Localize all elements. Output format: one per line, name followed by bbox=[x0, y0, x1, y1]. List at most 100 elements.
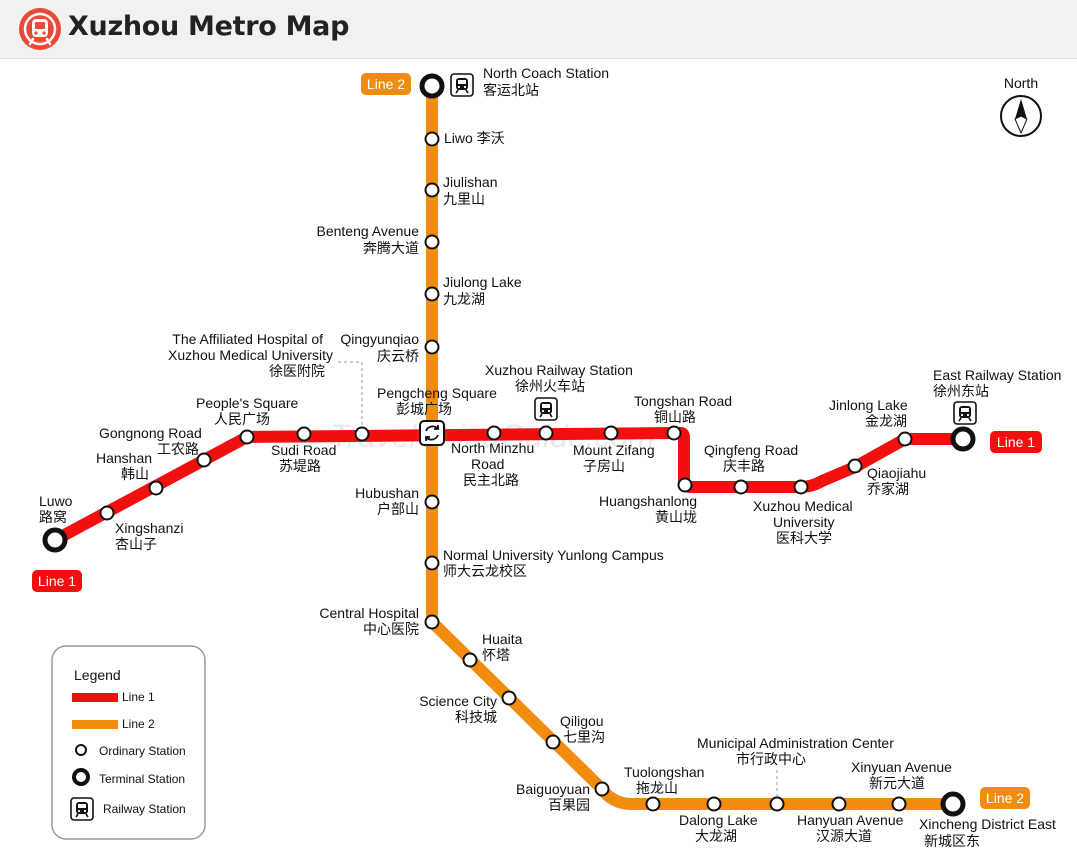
railway-station-icon bbox=[534, 397, 558, 421]
label-xincheng-en: Xincheng District East bbox=[919, 816, 1056, 832]
station-qiaojiahu[interactable] bbox=[847, 458, 863, 474]
svg-text:Line 2: Line 2 bbox=[367, 76, 405, 92]
station-liwo[interactable] bbox=[424, 131, 440, 147]
metro-logo-icon bbox=[19, 8, 61, 50]
station-tuolongshan[interactable] bbox=[645, 796, 661, 812]
label-huaita-zh: 怀塔 bbox=[482, 647, 510, 663]
station-qingyunqiao[interactable] bbox=[424, 339, 440, 355]
label-jiulishan-zh: 九里山 bbox=[443, 191, 485, 207]
terminal-east-railway[interactable] bbox=[950, 426, 976, 452]
line2-badge-north: Line 2 bbox=[361, 73, 411, 95]
station-sudi[interactable] bbox=[296, 426, 312, 442]
terminal-north-coach[interactable] bbox=[419, 73, 445, 99]
station-science-city[interactable] bbox=[501, 690, 517, 706]
label-dalong-en: Dalong Lake bbox=[679, 812, 758, 828]
legend-terminal-label: Terminal Station bbox=[99, 772, 185, 786]
label-baiguoyuan-zh: 百果园 bbox=[548, 797, 590, 813]
terminal-xincheng[interactable] bbox=[940, 791, 966, 817]
station-baiguoyuan[interactable] bbox=[594, 781, 610, 797]
label-gongnong-zh: 工农路 bbox=[157, 441, 199, 457]
label-xingshanzi-zh: 杏山子 bbox=[115, 536, 157, 552]
label-huaita-en: Huaita bbox=[482, 631, 523, 647]
label-sudi-zh: 苏堤路 bbox=[279, 458, 321, 474]
compass-label: North bbox=[1004, 75, 1038, 91]
legend-ordinary-icon bbox=[75, 744, 87, 756]
label-north-coach-zh: 客运北站 bbox=[483, 82, 539, 98]
legend-ordinary-label: Ordinary Station bbox=[99, 744, 186, 758]
svg-text:Line 1: Line 1 bbox=[38, 573, 76, 589]
label-tongshan-zh: 铜山路 bbox=[654, 409, 696, 425]
station-jiulishan[interactable] bbox=[424, 182, 440, 198]
label-central-zh: 中心医院 bbox=[363, 621, 419, 637]
legend-line2-swatch bbox=[72, 720, 118, 729]
label-qiaojiahu-en: Qiaojiahu bbox=[867, 465, 926, 481]
railway-station-icon bbox=[450, 73, 474, 97]
label-medical-en2: University bbox=[773, 514, 834, 530]
header-bar: Xuzhou Metro Map bbox=[0, 0, 1077, 59]
label-pengcheng-zh: 彭城广场 bbox=[396, 401, 452, 417]
label-benteng-zh: 奔腾大道 bbox=[363, 240, 419, 256]
label-affiliated-en1: The Affiliated Hospital of bbox=[172, 331, 323, 347]
svg-text:Line 2: Line 2 bbox=[986, 790, 1024, 806]
station-xinyuan[interactable] bbox=[891, 796, 907, 812]
station-jinlong-lake[interactable] bbox=[897, 431, 913, 447]
label-gongnong-en: Gongnong Road bbox=[99, 425, 202, 441]
station-tongshan[interactable] bbox=[666, 425, 682, 441]
label-peoples-zh: 人民广场 bbox=[214, 411, 270, 427]
station-qingfeng[interactable] bbox=[733, 479, 749, 495]
label-luwo-zh: 路窝 bbox=[39, 509, 67, 525]
label-qingfeng-zh: 庆丰路 bbox=[723, 458, 765, 474]
label-north-minzhu-en2: Road bbox=[471, 456, 504, 472]
label-luwo-en: Luwo bbox=[39, 493, 73, 509]
station-gongnong[interactable] bbox=[196, 452, 212, 468]
label-hubushan-en: Hubushan bbox=[355, 485, 419, 501]
label-east-railway-zh: 徐州东站 bbox=[933, 383, 989, 399]
line1-badge-east: Line 1 bbox=[990, 431, 1042, 453]
label-central-en: Central Hospital bbox=[319, 605, 419, 621]
station-dalong-lake[interactable] bbox=[706, 796, 722, 812]
label-tuolongshan-zh: 拖龙山 bbox=[636, 780, 678, 796]
label-huangshanlong-zh: 黄山垅 bbox=[655, 509, 697, 525]
label-xinyuan-zh: 新元大道 bbox=[869, 775, 925, 791]
label-tongshan-en: Tongshan Road bbox=[634, 393, 732, 409]
station-qiligou[interactable] bbox=[545, 734, 561, 750]
label-zifang-en: Mount Zifang bbox=[573, 442, 655, 458]
station-municipal[interactable] bbox=[769, 796, 785, 812]
label-normal-en: Normal University Yunlong Campus bbox=[443, 547, 664, 563]
station-peoples-square[interactable] bbox=[239, 429, 255, 445]
station-medical-univ[interactable] bbox=[793, 479, 809, 495]
label-qiaojiahu-zh: 乔家湖 bbox=[867, 481, 909, 497]
label-qingyunqiao-en: Qingyunqiao bbox=[340, 331, 419, 347]
legend: Legend Line 1 Line 2 Ordinary Station Te… bbox=[51, 645, 206, 840]
station-affiliated[interactable] bbox=[354, 426, 370, 442]
label-affiliated-en2: Xuzhou Medical University bbox=[168, 347, 333, 363]
station-hanshan[interactable] bbox=[148, 480, 164, 496]
station-hanyuan[interactable] bbox=[831, 796, 847, 812]
label-railway-zh: 徐州火车站 bbox=[515, 378, 585, 394]
leader-affiliated bbox=[338, 361, 363, 432]
station-railway[interactable] bbox=[538, 425, 554, 441]
station-hubushan[interactable] bbox=[424, 494, 440, 510]
station-north-minzhu[interactable] bbox=[486, 425, 502, 441]
label-qiligou-en: Qiligou bbox=[560, 713, 604, 729]
label-hanyuan-en: Hanyuan Avenue bbox=[797, 812, 904, 828]
station-central-hospital[interactable] bbox=[424, 614, 440, 630]
station-jiulong-lake[interactable] bbox=[424, 286, 440, 302]
compass-icon bbox=[1000, 95, 1042, 137]
station-normal-univ[interactable] bbox=[424, 555, 440, 571]
station-benteng[interactable] bbox=[424, 234, 440, 250]
label-municipal-en: Municipal Administration Center bbox=[697, 735, 894, 751]
label-qingyunqiao-zh: 庆云桥 bbox=[377, 348, 419, 364]
legend-line2-label: Line 2 bbox=[122, 717, 155, 731]
station-mount-zifang[interactable] bbox=[603, 425, 619, 441]
station-xingshanzi[interactable] bbox=[99, 505, 115, 521]
interchange-pengcheng-icon[interactable] bbox=[419, 420, 445, 446]
label-peoples-en: People's Square bbox=[196, 395, 299, 411]
label-qiligou-zh: 七里沟 bbox=[563, 729, 605, 745]
station-huangshanlong[interactable] bbox=[677, 477, 693, 493]
label-dalong-zh: 大龙湖 bbox=[695, 828, 737, 844]
terminal-luwo[interactable] bbox=[42, 527, 68, 553]
label-xincheng-zh: 新城区东 bbox=[924, 833, 980, 849]
station-huaita[interactable] bbox=[462, 652, 478, 668]
